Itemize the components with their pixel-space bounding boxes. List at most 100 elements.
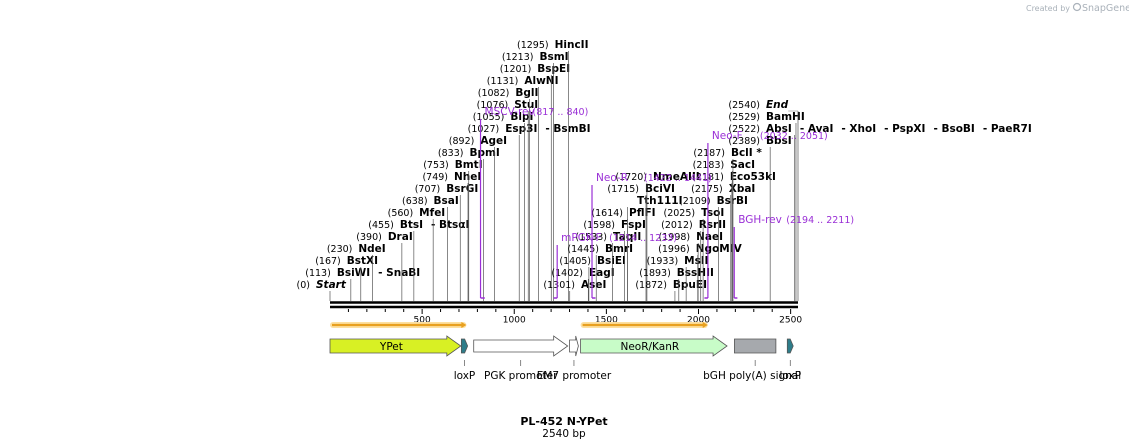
site-bcli[interactable]: (2187)BclI * — [693, 147, 762, 301]
site-position: (833) — [438, 148, 464, 159]
site-name-pflfi: PflFI — [629, 207, 656, 219]
site-bcivi[interactable]: (1715)BciVI — [607, 183, 675, 301]
primer-name: MSCV-rev — [485, 106, 535, 118]
site-position: (638) — [402, 196, 428, 207]
primer-name: mPGK-F — [561, 232, 601, 244]
site-bsrgi[interactable]: (707)BsrGI — [415, 183, 479, 301]
site-bamhi[interactable]: (2529)BamHI — [728, 111, 805, 301]
site-nmeaiii[interactable]: (1720)NmeAIII — [615, 171, 700, 301]
site-position: (1533) — [575, 232, 607, 243]
feature-label: EM7 promoter — [537, 370, 612, 382]
site-alwni[interactable]: (1131)AlwNI — [487, 75, 559, 301]
feature-em7-promoter-3[interactable]: EM7 promoter — [537, 335, 612, 382]
site-name-ndei: NdeI — [358, 243, 385, 255]
site-name-bcli: BclI * — [731, 147, 762, 159]
feature-label: YPet — [379, 341, 403, 353]
site-name-paer7i: - PaeR7I — [983, 123, 1032, 135]
site-position: (390) — [356, 232, 382, 243]
site-name-btsi: BtsI — [400, 219, 423, 231]
feature-label: PGK promoter — [484, 370, 558, 382]
site-name-drai: DraI — [388, 231, 413, 243]
site-name-hincii: HincII — [555, 39, 589, 51]
primer-name: Neo-F — [712, 130, 743, 142]
feature-loxp-6[interactable]: loxP — [779, 338, 801, 382]
site-tth111i[interactable]: Tth111I — [627, 195, 682, 301]
site-bsmi[interactable]: (1213)BsmI — [502, 51, 569, 301]
site-position: (1445) — [567, 244, 599, 255]
orf-1[interactable] — [330, 322, 467, 328]
site-name-bsrgi: BsrGI — [446, 183, 478, 195]
site-position: (1213) — [502, 52, 534, 63]
site-position: (1027) — [468, 124, 500, 135]
primer-neo-r[interactable]: Neo-R(1422 .. 1441) — [591, 172, 712, 299]
site-name-esp3i: Esp3I — [505, 123, 537, 135]
feature-ypet-0[interactable]: YPet — [329, 335, 462, 357]
plasmid-length: 2540 bp — [542, 428, 586, 440]
site-msli[interactable]: (1933) MslI — [647, 255, 709, 301]
primer-name: Neo-R — [596, 172, 628, 184]
site-stui[interactable]: (1076)StuI — [477, 99, 539, 301]
snapgene-credit: Created by SnapGene — [1026, 2, 1129, 14]
site-position: (455) — [368, 220, 394, 231]
site-hincii[interactable]: (1295)HincII — [517, 39, 589, 301]
site-name-bsai: BsaI — [434, 195, 459, 207]
credit-brand: SnapGene — [1082, 3, 1129, 14]
site-name-msli: MslI — [684, 255, 708, 267]
site-rsrii[interactable]: (2012)RsrII — [661, 219, 726, 301]
primer-bgh-rev[interactable]: BGH-rev(2194 .. 2211) — [733, 214, 854, 299]
primer-mscv-rev[interactable]: MSCV-rev(817 .. 840) — [479, 106, 589, 299]
site-name-bpmi: BpmI — [469, 147, 499, 159]
plasmid-name: PL-452 N-YPet — [520, 415, 607, 428]
site-mfei[interactable]: (560)MfeI — [388, 207, 446, 301]
site-bbsi[interactable]: (2389)BbsI — [728, 135, 792, 301]
site-position: (1402) — [551, 268, 583, 279]
site-name-mfei: MfeI — [419, 207, 445, 219]
site-position: (2109) — [679, 196, 711, 207]
site-name-avai: - AvaI — [800, 123, 834, 135]
site-name-tsoi: TsoI — [701, 207, 724, 219]
site-agei[interactable]: (892)AgeI — [449, 135, 507, 301]
site-bsiei[interactable]: (1405)BsiEI — [559, 255, 626, 301]
feature-bgh-poly-a-signal-5[interactable]: bGH poly(A) signal — [703, 338, 801, 382]
site-position: (1933) — [647, 256, 679, 267]
site-bgli[interactable]: (1082)BglI — [478, 87, 539, 301]
site-position: (1405) — [559, 256, 591, 267]
site-position: (1201) — [500, 64, 532, 75]
site-asei[interactable]: (1301)AseI — [543, 279, 606, 301]
site-name-naei: NaeI — [696, 231, 723, 243]
site-bmri[interactable]: (1445)BmrI — [567, 243, 633, 301]
feature-neor-kanr-4[interactable]: NeoR/KanR — [580, 335, 728, 357]
primer-name: BGH-rev — [738, 214, 782, 226]
site-btsi-bts-i[interactable]: (455) BtsI - BtsαI — [368, 219, 469, 301]
site-bstxi[interactable]: (167)BstXI — [315, 255, 378, 301]
site-nhei[interactable]: (749)NheI — [422, 171, 481, 301]
site-name-nmeaiii: NmeAIII — [653, 171, 700, 183]
site-bsiwi-snabi[interactable]: (113)BsiWI- SnaBI — [305, 267, 420, 301]
site-xbai[interactable]: (2175)XbaI — [691, 183, 755, 301]
site-end[interactable]: (2540)End — [728, 99, 799, 301]
credit-prefix: Created by — [1026, 4, 1070, 13]
site-name-fspi: FspI — [621, 219, 646, 231]
site-drai[interactable]: (390) DraI — [356, 231, 413, 301]
site-name-asei: AseI — [581, 279, 606, 291]
primer-range: (1214 .. 1233) — [609, 233, 677, 244]
feature-pgk-promoter-2[interactable]: PGK promoter — [473, 335, 569, 382]
site-bsai[interactable]: (638) BsaI — [402, 195, 459, 301]
orf-2[interactable] — [580, 322, 708, 328]
site-name-bts-i: - BtsαI — [431, 219, 469, 231]
site-bmti[interactable]: (753)BmtI — [423, 159, 483, 301]
site-position: (1614) — [591, 208, 623, 219]
primer-neo-f[interactable]: Neo-F(2032 .. 2051) — [704, 130, 828, 299]
site-eagi[interactable]: (1402) EagI — [551, 267, 615, 301]
site-name-bsiwi: BsiWI — [337, 267, 370, 279]
site-position: (167) — [315, 256, 341, 267]
site-blpi[interactable]: (1055)BlpI — [473, 111, 534, 301]
site-bpmi[interactable]: (833) BpmI — [438, 147, 500, 301]
site-name-eagi: EagI — [589, 267, 615, 279]
site-name-end: End — [766, 99, 789, 111]
feature-loxp-1[interactable]: loxP — [454, 338, 476, 382]
site-absi-avai-xhoi-pspxi-bsobi-paer7i[interactable]: (2522)AbsI- AvaI- XhoI- PspXI- BsoBI- Pa… — [728, 123, 1032, 301]
site-ndei[interactable]: (230)NdeI — [327, 243, 386, 301]
site-start[interactable]: (0)Start — [297, 279, 347, 301]
site-name-agei: AgeI — [480, 135, 507, 147]
